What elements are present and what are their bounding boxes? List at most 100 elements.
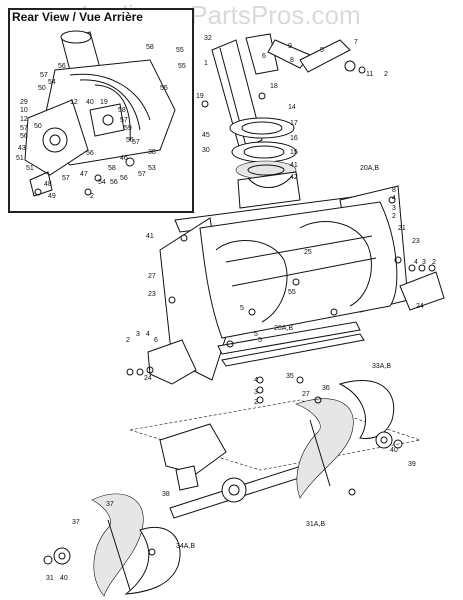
inset-callout-1: 58: [146, 44, 154, 51]
main-callout-13: 17: [290, 120, 298, 127]
main-callout-19: 30: [202, 147, 210, 154]
inset-callout-14: 12: [70, 99, 78, 106]
inset-callout-17: 51: [16, 155, 24, 162]
main-callout-21: 8: [392, 187, 396, 194]
inset-callout-11: 57: [20, 125, 28, 132]
main-callout-59: 31: [46, 575, 54, 582]
main-callout-18: 45: [202, 132, 210, 139]
inset-callout-37: 54: [98, 179, 106, 186]
main-callout-5: 5: [320, 47, 324, 54]
inset-title: Rear View / Vue Arrière: [12, 10, 143, 24]
main-callout-34: 55: [288, 289, 296, 296]
inset-callout-30: 38: [148, 149, 156, 156]
main-callout-9: 7: [354, 39, 358, 46]
main-callout-44: 4: [254, 377, 258, 384]
main-callout-46: 2: [254, 399, 258, 406]
inset-callout-10: 12: [20, 116, 28, 123]
main-callout-48: 35: [286, 373, 294, 380]
inset-callout-8: 29: [20, 99, 28, 106]
inset-callout-12: 56: [20, 133, 28, 140]
inset-callout-32: 53: [148, 165, 156, 172]
main-callout-17: 42: [290, 174, 298, 181]
main-callout-36: 26A,B: [274, 325, 293, 332]
main-callout-22: 4: [392, 195, 396, 202]
main-callout-27: 41: [146, 233, 154, 240]
inset-housing-drawing: [24, 30, 176, 197]
main-callout-23: 3: [392, 205, 396, 212]
main-callout-1: 32: [204, 35, 212, 42]
main-callout-16: 41: [290, 162, 298, 169]
main-callout-7: 11: [366, 71, 373, 78]
inset-callout-26: 57: [120, 117, 128, 124]
main-callout-58: 34A,B: [176, 543, 195, 550]
inset-callout-2: 55: [176, 47, 184, 54]
inset-callout-25: 58: [118, 107, 126, 114]
main-callout-20: 20A,B: [360, 165, 379, 172]
inset-callout-33: 58: [108, 165, 116, 172]
main-callout-39: 2: [126, 337, 130, 344]
main-callout-57: 37: [72, 519, 80, 526]
inset-callout-16: 19: [100, 99, 108, 106]
main-callout-31: 3: [422, 259, 426, 266]
main-callout-54: 37: [106, 501, 114, 508]
inset-callout-35: 56: [110, 179, 118, 186]
inset-callout-6: 54: [48, 79, 56, 86]
main-callout-43: 24: [144, 375, 152, 382]
inset-callout-24: 56: [86, 150, 94, 157]
main-callout-35: 5: [240, 305, 244, 312]
main-callout-26: 23: [412, 238, 420, 245]
main-callout-28: 27: [148, 273, 156, 280]
main-callout-3: 6: [262, 53, 266, 60]
main-callout-4: 9: [288, 43, 292, 50]
main-callout-47: 24: [416, 303, 424, 310]
main-callout-33: 23: [148, 291, 156, 298]
inset-callout-18: 43: [18, 145, 26, 152]
main-callout-14: 16: [290, 135, 298, 142]
inset-callout-7: 50: [38, 85, 46, 92]
main-callout-32: 2: [432, 259, 436, 266]
inset-callout-15: 40: [86, 99, 94, 106]
inset-callout-5: 56: [58, 63, 66, 70]
inset-callout-29: 57: [132, 139, 140, 146]
inset-callout-19: 51: [26, 165, 34, 172]
main-callout-53: 39: [408, 461, 416, 468]
main-callout-49: 27: [302, 391, 310, 398]
inset-callout-20: 57: [62, 175, 70, 182]
main-callout-56: 38: [162, 491, 170, 498]
main-callout-25: 21: [398, 225, 406, 232]
main-callout-8: 2: [384, 71, 388, 78]
inset-callout-27: 59: [124, 125, 132, 132]
main-callout-51: 36: [322, 385, 330, 392]
inset-callout-31: 46: [120, 155, 128, 162]
inset-callout-22: 48: [44, 181, 52, 188]
main-callout-55: 31A,B: [306, 521, 325, 528]
main-callout-38: 5: [258, 337, 262, 344]
inset-callout-9: 10: [20, 107, 28, 114]
chute-assembly-drawing: [201, 33, 366, 209]
main-callout-52: 40: [390, 447, 398, 454]
inset-callout-4: 57: [40, 72, 48, 79]
main-callout-40: 3: [136, 331, 140, 338]
inset-callout-13: 50: [34, 123, 42, 130]
main-callout-41: 4: [146, 331, 150, 338]
main-callout-30: 4: [414, 259, 418, 266]
main-callout-10: 19: [196, 93, 204, 100]
inset-callout-36: 56: [120, 175, 128, 182]
main-callout-45: 3: [254, 389, 258, 396]
inset-callout-39: 55: [160, 85, 168, 92]
main-callout-42: 6: [154, 337, 158, 344]
main-callout-50: 33A,B: [372, 363, 391, 370]
main-callout-2: 1: [204, 60, 208, 67]
inset-callout-3: 55: [178, 63, 186, 70]
main-callout-11: 18: [270, 83, 278, 90]
main-callout-29: 25: [304, 249, 312, 256]
main-callout-24: 2: [392, 213, 396, 220]
inset-callout-28: 56: [126, 137, 134, 144]
main-callout-60: 40: [60, 575, 68, 582]
auger-housing-drawing: [126, 185, 445, 404]
inset-callout-38: 2: [90, 193, 94, 200]
inset-callout-34: 57: [138, 171, 146, 178]
